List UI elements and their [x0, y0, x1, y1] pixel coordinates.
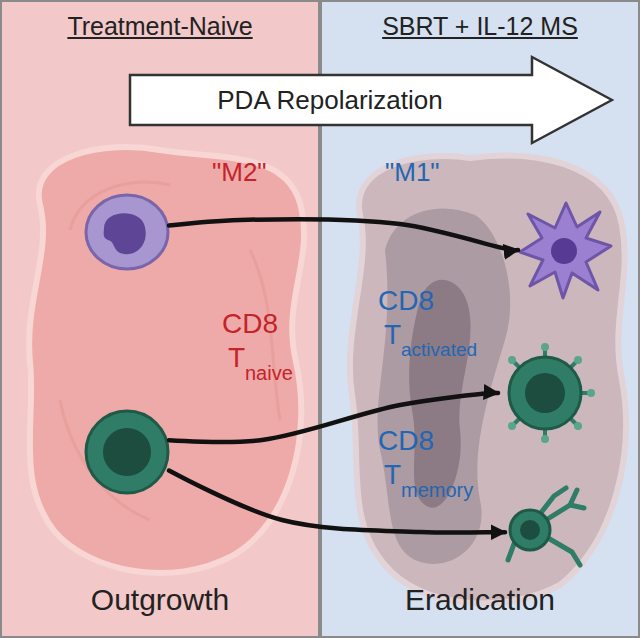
cell-label: T	[228, 342, 245, 374]
memory-t-cell-node: CD8Tmemory	[505, 480, 590, 570]
curved-arrow	[169, 219, 518, 250]
t-cell-nucleus	[103, 428, 151, 476]
cell-label: CD8	[378, 425, 434, 457]
macrophage-nucleus	[551, 238, 577, 264]
cell-label: T	[384, 459, 401, 491]
naive-t-cell-node: CD8Tnaive	[85, 410, 169, 494]
phenotype-label: "M2"	[212, 158, 267, 188]
spike-tips	[508, 343, 595, 443]
cell-subscript: memory	[401, 479, 473, 502]
curved-arrow	[169, 470, 505, 532]
memory-t-cell	[510, 510, 550, 550]
arrow-label: PDA Repolarization	[128, 75, 532, 125]
t-cell-nucleus	[525, 373, 565, 413]
tumor-texture	[60, 182, 280, 520]
curved-arrow	[169, 393, 498, 442]
m2-macrophage	[86, 195, 168, 269]
t-cell-nucleus	[520, 520, 540, 540]
cell-label: CD8	[378, 285, 434, 317]
m2-macrophage-node: "M2"	[85, 192, 169, 272]
macrophage-nucleus	[104, 213, 146, 254]
panel-heading: SBRT + IL-12 MS	[320, 12, 640, 41]
outcome-label: Outgrowth	[0, 583, 320, 618]
m1-macrophage	[520, 203, 611, 298]
cell-subscript: naive	[245, 362, 293, 385]
cell-label: T	[384, 319, 401, 351]
tumor-outgrowth	[29, 147, 304, 573]
naive-t-cell	[86, 411, 168, 493]
repolarization-arrow: PDA Repolarization	[128, 54, 614, 146]
necrotic-region	[378, 208, 511, 564]
activated-t-cell-node: CD8Tactivated	[498, 345, 598, 443]
m1-macrophage-node: "M1"	[518, 202, 614, 298]
activated-t-cell	[509, 357, 581, 429]
tumor-regressing	[350, 156, 626, 604]
outcome-label: Eradication	[320, 583, 640, 618]
cell-label: CD8	[222, 308, 278, 340]
phenotype-label: "M1"	[385, 158, 440, 188]
cell-subscript: activated	[401, 339, 477, 361]
memory-dendrites	[508, 488, 584, 565]
panel-heading: Treatment-Naive	[0, 12, 320, 41]
